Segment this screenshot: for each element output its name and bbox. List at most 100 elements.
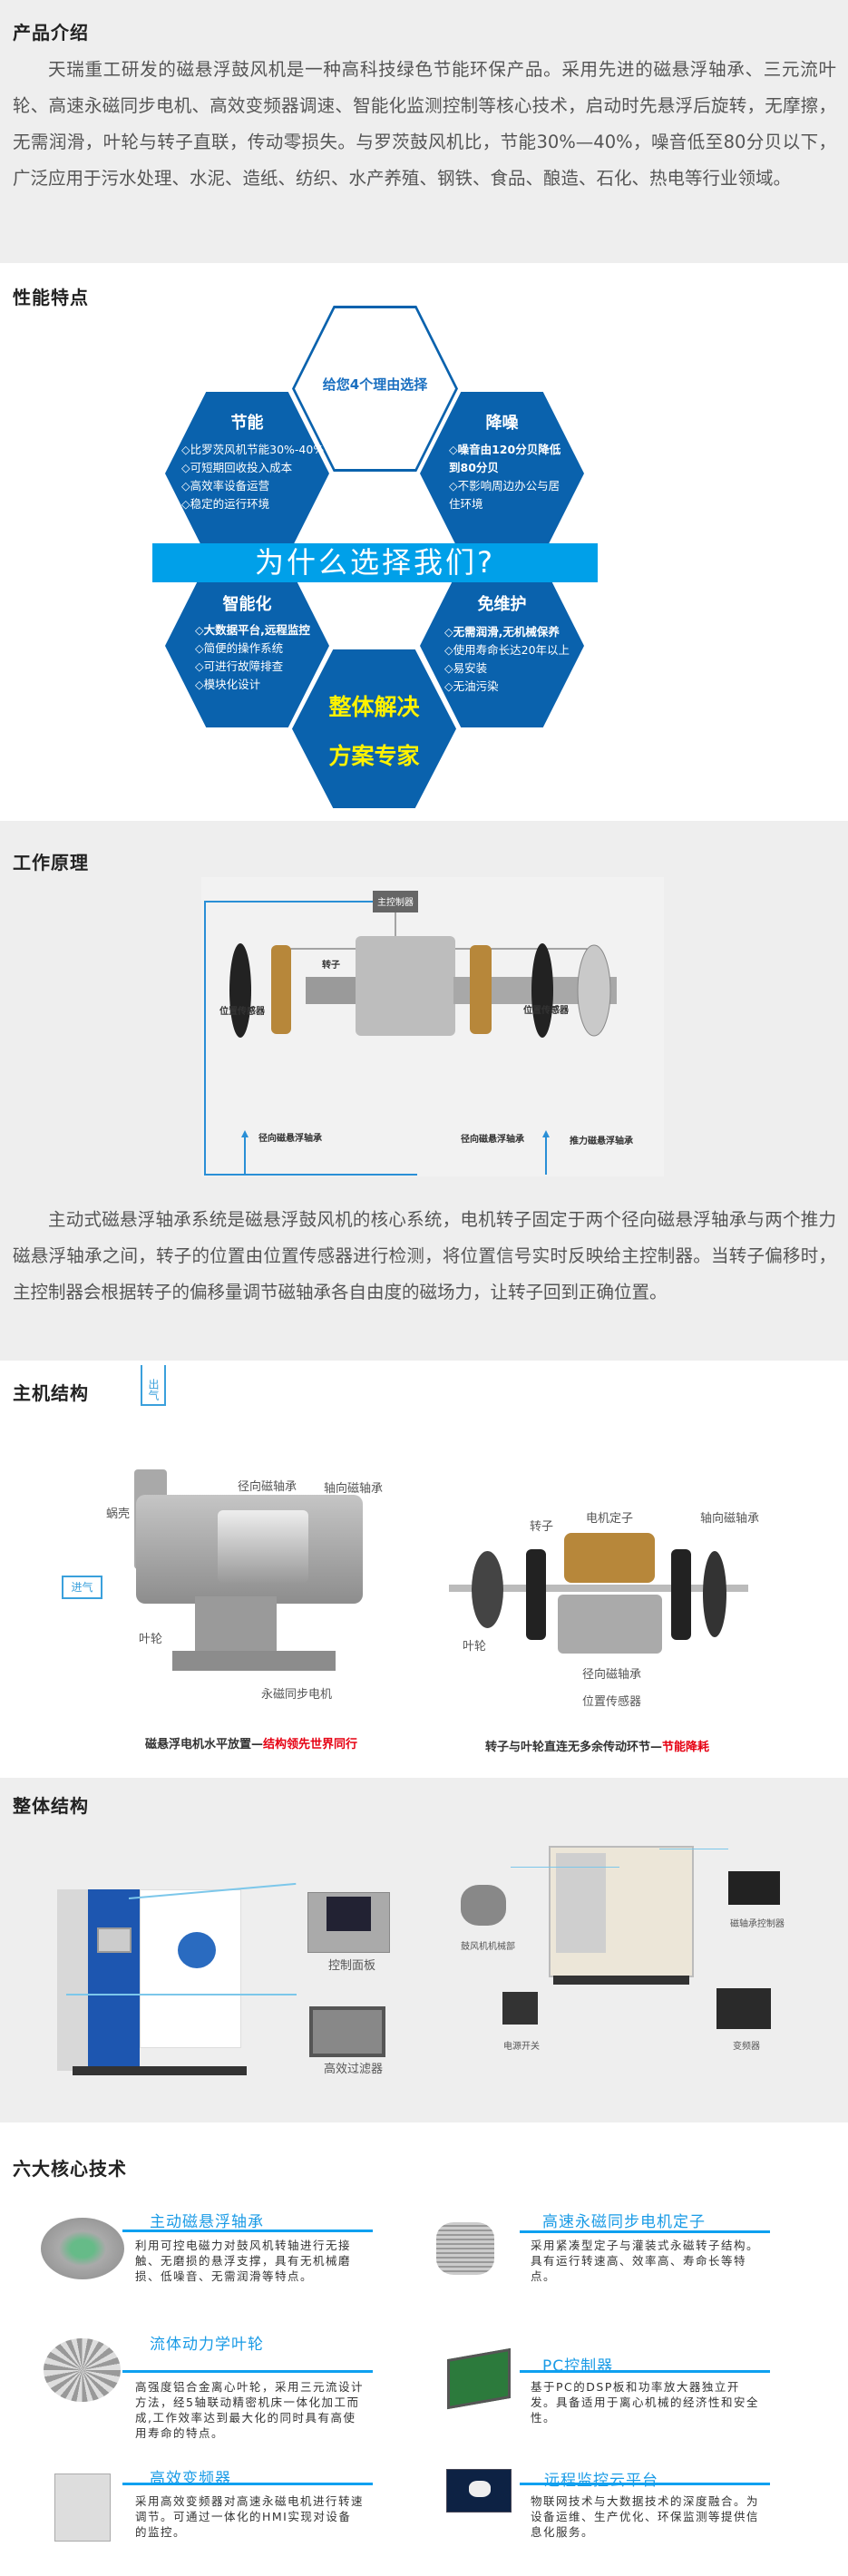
sensor-left-label: 位置传感器 — [219, 1005, 266, 1017]
blower-base — [172, 1651, 336, 1671]
card-noise-title: 降噪 — [485, 414, 519, 433]
rotor-shape — [356, 936, 455, 1036]
control-panel-label: 控制面板 — [328, 1959, 376, 1973]
core-title: 六大核心技术 — [13, 2158, 127, 2180]
rotor-shaft-shape — [306, 977, 360, 1004]
blower-mechanical-label: 鼓风机机械部 — [461, 1942, 515, 1952]
core-item-desc: 采用高效变频器对高速永磁电机进行转速调节。可通过一体化的HMI实现对设备的监控。 — [135, 2494, 365, 2539]
inverter-image — [716, 1988, 771, 2029]
motor-label: 永磁同步电机 — [261, 1688, 333, 1702]
card-smart-item: ◇可进行故障排查 — [195, 659, 284, 673]
host-title: 主机结构 — [13, 1382, 89, 1404]
open-cabinet — [549, 1846, 694, 1977]
caption-text: 磁悬浮电机水平放置— — [145, 1738, 264, 1751]
outlet-arrow: 出气 — [141, 1365, 166, 1406]
features-section: 性能特点 给您4个理由选择 节能 ◇比罗茨风机节能30%-40% ◇可短期回收投… — [0, 263, 848, 821]
sensor-left-shape — [229, 943, 251, 1038]
stator-image — [436, 2222, 494, 2275]
radial-left-label: 径向磁悬浮轴承 — [258, 1132, 322, 1144]
pc-controller-image — [447, 2347, 511, 2410]
card-maintenance-title: 免维护 — [477, 595, 527, 614]
host-right-caption: 转子与叶轮直连无多余传动环节—节能降耗 — [485, 1737, 709, 1754]
callout-line — [66, 1994, 297, 1995]
inverter-label: 变频器 — [733, 2042, 760, 2052]
core-section: 六大核心技术 主动磁悬浮轴承 利用可控电磁力对鼓风机转轴进行无接触、无磨损的悬浮… — [0, 2122, 848, 2576]
core-item-desc: 基于PC的DSP板和功率放大器独立开发。具备适用于离心机械的经济性和安全性。 — [531, 2380, 760, 2425]
card-energy-item: ◇高效率设备运营 — [181, 479, 270, 493]
cabinet-base — [73, 2066, 247, 2075]
core-item-underline — [122, 2483, 373, 2485]
controller-label: 主控制器 — [377, 896, 414, 908]
arrowhead-icon — [542, 1130, 550, 1137]
maglev-diagram: 主控制器 位置传感器 转子 径向磁悬浮轴承 位置传感器 径向磁悬浮轴承 推力磁悬… — [201, 877, 664, 1176]
overall-section: 整体结构 控制面板 高效过滤器 鼓风机机械部 磁轴承控制器 电源开关 变频器 — [0, 1778, 848, 2122]
impeller-label-right: 叶轮 — [463, 1640, 487, 1654]
filter-label: 高效过滤器 — [324, 2063, 384, 2076]
host-left-caption: 磁悬浮电机水平放置—结构领先世界同行 — [145, 1734, 357, 1751]
cloud-platform-image — [446, 2469, 512, 2513]
principle-title: 工作原理 — [13, 852, 89, 873]
cabinet-interior — [556, 1853, 606, 1953]
stator-housing — [558, 1595, 662, 1654]
sensor-right-shape — [531, 943, 553, 1038]
volute-label: 蜗壳 — [106, 1508, 131, 1521]
intro-title: 产品介绍 — [13, 22, 89, 44]
bearing-controller-label: 磁轴承控制器 — [730, 1919, 785, 1929]
caption-highlight: 结构领先世界同行 — [263, 1738, 358, 1751]
card-noise-item: ◇不影响周边办公与居住环境 — [449, 479, 560, 511]
callout-line — [511, 1867, 619, 1868]
card-maintenance-item: ◇无油污染 — [444, 679, 499, 693]
thrust-bearing-shape — [577, 944, 611, 1037]
cabinet-door — [140, 1889, 241, 2048]
core-item-underline — [122, 2230, 373, 2232]
core-item-title: 高速永磁同步电机定子 — [542, 2213, 706, 2231]
blower-stand — [195, 1596, 277, 1660]
intro-text: 天瑞重工研发的磁悬浮鼓风机是一种高科技绿色节能环保产品。采用先进的磁悬浮轴承、三… — [13, 59, 836, 189]
cabinet-screen — [97, 1927, 132, 1953]
power-switch-label: 电源开关 — [503, 2042, 540, 2052]
solution-text: 整体解决 方案专家 — [292, 683, 456, 781]
bearing-image — [41, 2218, 124, 2279]
core-item-desc: 采用紧凑型定子与灌装式永磁转子结构。具有运行转速高、效率高、寿命长等特点。 — [531, 2239, 760, 2283]
core-item-title: 主动磁悬浮轴承 — [150, 2213, 264, 2231]
card-smart-list: ◇大数据平台,远程监控 ◇简便的操作系统 ◇可进行故障排查 ◇模块化设计 — [195, 621, 331, 694]
core-item-desc: 利用可控电磁力对鼓风机转轴进行无接触、无磨损的悬浮支撑，具有无机械磨损、低噪音、… — [135, 2239, 352, 2283]
bearing-controller-image — [728, 1871, 780, 1905]
caption-text: 转子与叶轮直连无多余传动环节— — [485, 1741, 663, 1754]
card-smart-item: ◇简便的操作系统 — [195, 641, 284, 655]
host-section: 主机结构 出气 进气 蜗壳 叶轮 径向磁轴承 轴向磁轴承 永磁同步电机 磁悬浮电… — [0, 1361, 848, 1778]
radial-bearing-label: 径向磁轴承 — [238, 1480, 297, 1494]
card-energy-item: ◇可短期回收投入成本 — [181, 461, 293, 474]
rotor-label: 转子 — [530, 1520, 554, 1534]
controller-box — [373, 891, 418, 912]
stator-label: 电机定子 — [586, 1512, 634, 1526]
card-smart-item: ◇模块化设计 — [195, 678, 261, 691]
solution-hex — [292, 649, 456, 808]
card-energy-item: ◇稳定的运行环境 — [181, 497, 270, 511]
intro-section: 产品介绍 天瑞重工研发的磁悬浮鼓风机是一种高科技绿色节能环保产品。采用先进的磁悬… — [0, 0, 848, 263]
thrust-label: 推力磁悬浮轴承 — [570, 1135, 633, 1147]
axial-bearing-label-right: 轴向磁轴承 — [700, 1512, 760, 1526]
reasons-heading: 给您4个理由选择 — [322, 376, 428, 393]
radial-bearing-left-shape — [271, 945, 291, 1034]
motor-core — [218, 1510, 308, 1583]
core-item-underline — [122, 2370, 373, 2373]
principle-section: 工作原理 主控制器 位置传感器 转子 径向磁悬浮轴承 位置传感器 径向磁悬浮轴承… — [0, 821, 848, 1361]
impeller-label: 叶轮 — [139, 1633, 163, 1646]
core-item-underline — [520, 2230, 770, 2233]
radial-bearing-label-right: 径向磁轴承 — [582, 1668, 642, 1682]
core-item-desc: 物联网技术与大数据技术的深度融合。为设备运维、生产优化、环保监测等提供信息化服务… — [531, 2494, 760, 2539]
cabinet-side — [57, 1889, 89, 2071]
bearing-shape — [671, 1549, 691, 1640]
solution-line: 方案专家 — [328, 743, 420, 769]
card-noise-item: ◇噪音由120分贝降低到80分贝 — [449, 443, 561, 474]
power-switch-image — [502, 1992, 538, 2025]
radial-bearing-right-shape — [470, 945, 492, 1034]
stator-shape — [564, 1533, 655, 1583]
core-item-desc: 高强度铝合金离心叶轮，采用三元流设计方法，经5轴联动精密机床一体化加工而成,工作… — [135, 2380, 365, 2440]
map-shape — [469, 2481, 491, 2497]
card-smart-title: 智能化 — [222, 595, 272, 614]
reasons-hex-inner — [295, 308, 455, 469]
blower-cabinet — [88, 1889, 140, 2071]
axial-bearing-shape — [703, 1551, 726, 1637]
